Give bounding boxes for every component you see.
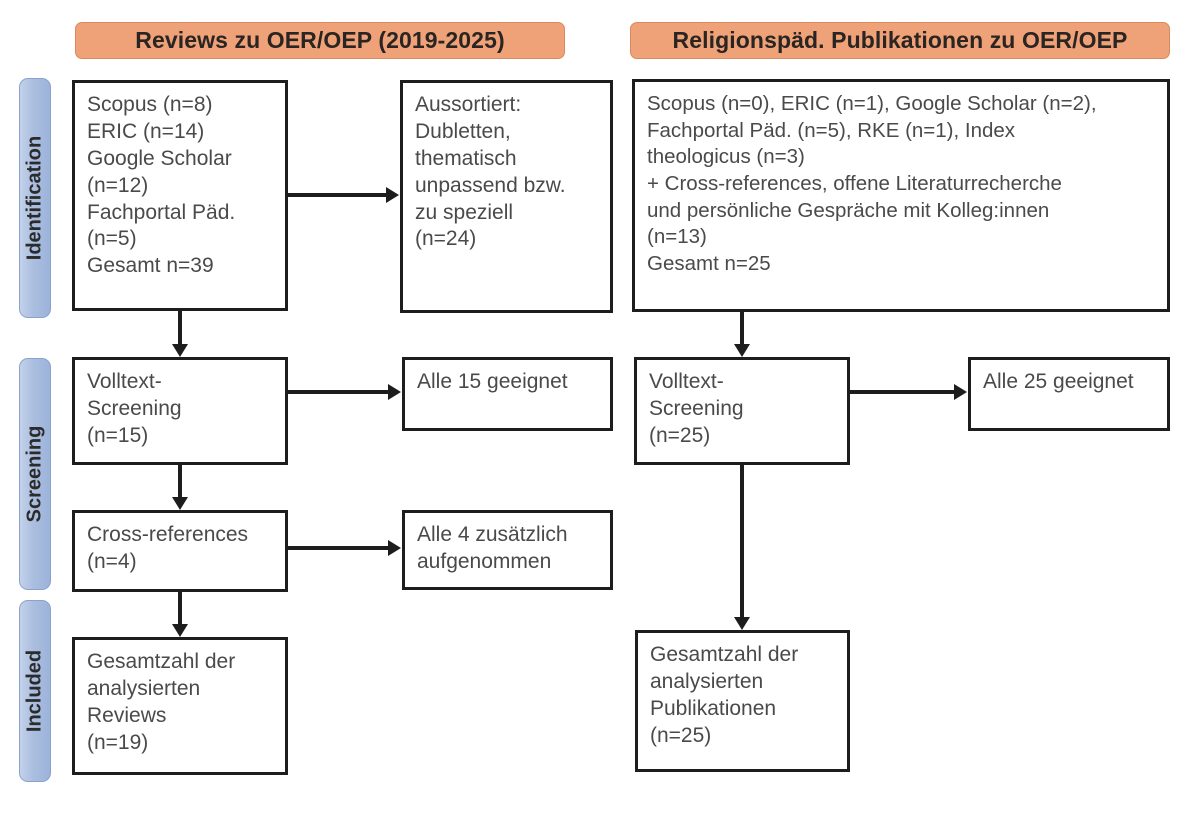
text-line: analysierten bbox=[87, 676, 201, 700]
stage-label-screening: Screening bbox=[23, 425, 46, 523]
text-line: Reviews bbox=[87, 703, 167, 727]
arrowhead-right-icon bbox=[388, 384, 401, 400]
connector-left-crossrefs-to-included bbox=[178, 592, 182, 624]
arrowhead-right-icon bbox=[388, 540, 401, 556]
stage-bar-identification: Identification bbox=[19, 78, 51, 318]
connector-right-identification-to-screening bbox=[740, 312, 744, 344]
text-line: (n=12) bbox=[87, 173, 149, 197]
box-right-fulltext-screening: Volltext- Screening (n=25) bbox=[634, 357, 850, 465]
text-line: + Cross-references, offene Literaturrech… bbox=[647, 171, 1062, 195]
arrowhead-right-icon bbox=[954, 384, 967, 400]
box-left-fulltext-screening: Volltext- Screening (n=15) bbox=[72, 357, 288, 465]
text-line: (n=13) bbox=[647, 225, 707, 249]
connector-left-identification-to-excluded bbox=[288, 193, 386, 197]
connector-right-screening-to-included bbox=[740, 465, 744, 617]
text-line: Scopus (n=0), ERIC (n=1), Google Scholar… bbox=[647, 92, 1097, 115]
stage-label-included: Included bbox=[23, 649, 46, 733]
box-left-fulltext-result: Alle 15 geeignet bbox=[402, 357, 613, 431]
text-line: Scopus (n=8) bbox=[87, 93, 213, 116]
box-left-cross-references: Cross-references (n=4) bbox=[72, 510, 288, 592]
box-right-included: Gesamtzahl der analysierten Publikatione… bbox=[635, 630, 850, 772]
text-line: Screening bbox=[649, 396, 744, 420]
text-line: (n=25) bbox=[650, 723, 712, 747]
text-line: unpassend bzw. bbox=[415, 173, 566, 197]
stage-bar-included: Included bbox=[19, 600, 51, 782]
text-line: Alle 25 geeignet bbox=[983, 370, 1134, 393]
text-line: (n=5) bbox=[87, 227, 137, 251]
text-line: Alle 15 geeignet bbox=[417, 370, 568, 393]
box-left-excluded: Aussortiert: Dubletten, thematisch unpas… bbox=[400, 80, 613, 313]
text-line: Google Scholar bbox=[87, 146, 232, 170]
arrowhead-down-icon bbox=[172, 497, 188, 510]
text-line: Dubletten, bbox=[415, 119, 511, 143]
box-right-fulltext-result: Alle 25 geeignet bbox=[968, 357, 1170, 431]
box-right-identification-sources: Scopus (n=0), ERIC (n=1), Google Scholar… bbox=[632, 79, 1170, 312]
text-line: zu speziell bbox=[415, 200, 514, 224]
connector-right-screening-to-result bbox=[850, 390, 954, 394]
column-header-left: Reviews zu OER/OEP (2019-2025) bbox=[75, 22, 565, 59]
column-header-right-label: Religionspäd. Publikationen zu OER/OEP bbox=[672, 27, 1128, 53]
text-line: (n=19) bbox=[87, 730, 149, 754]
arrowhead-down-icon bbox=[734, 344, 750, 357]
arrowhead-down-icon bbox=[172, 344, 188, 357]
text-line: Fachportal Päd. (n=5), RKE (n=1), Index bbox=[647, 118, 1016, 142]
text-line: analysierten bbox=[650, 669, 764, 693]
arrowhead-down-icon bbox=[734, 617, 750, 630]
text-line: und persönliche Gespräche mit Kolleg:inn… bbox=[647, 198, 1050, 222]
box-left-cross-references-result: Alle 4 zusätzlich aufgenommen bbox=[402, 510, 613, 590]
text-line: (n=24) bbox=[415, 227, 477, 251]
text-line: Gesamtzahl der bbox=[87, 650, 236, 673]
text-line: (n=25) bbox=[649, 423, 711, 447]
stage-label-identification: Identification bbox=[23, 135, 46, 261]
text-line: aufgenommen bbox=[417, 549, 552, 573]
text-line: Volltext- bbox=[87, 370, 162, 393]
connector-left-screening-to-crossrefs bbox=[178, 465, 182, 497]
text-line: Gesamt n=39 bbox=[87, 254, 214, 278]
text-line: Aussortiert: bbox=[415, 93, 522, 116]
text-line: Screening bbox=[87, 396, 182, 420]
column-header-right: Religionspäd. Publikationen zu OER/OEP bbox=[630, 22, 1170, 59]
box-left-included: Gesamtzahl der analysierten Reviews (n=1… bbox=[72, 637, 288, 775]
text-line: thematisch bbox=[415, 146, 517, 170]
column-header-left-label: Reviews zu OER/OEP (2019-2025) bbox=[135, 27, 505, 53]
text-line: Cross-references bbox=[87, 523, 249, 546]
box-left-identification-sources: Scopus (n=8) ERIC (n=14) Google Scholar … bbox=[72, 80, 288, 311]
connector-left-identification-to-screening bbox=[178, 311, 182, 344]
connector-left-screening-to-result bbox=[288, 390, 388, 394]
text-line: Alle 4 zusätzlich bbox=[417, 523, 568, 546]
text-line: ERIC (n=14) bbox=[87, 119, 205, 143]
arrowhead-down-icon bbox=[172, 624, 188, 637]
text-line: Gesamtzahl der bbox=[650, 643, 799, 666]
text-line: Gesamt n=25 bbox=[647, 251, 771, 275]
text-line: Volltext- bbox=[649, 370, 724, 393]
text-line: (n=4) bbox=[87, 549, 137, 573]
text-line: Fachportal Päd. bbox=[87, 200, 236, 224]
text-line: theologicus (n=3) bbox=[647, 145, 805, 169]
arrowhead-right-icon bbox=[386, 187, 399, 203]
text-line: (n=15) bbox=[87, 423, 149, 447]
stage-bar-screening: Screening bbox=[19, 358, 51, 590]
text-line: Publikationen bbox=[650, 696, 777, 720]
connector-left-crossrefs-to-result bbox=[288, 546, 388, 550]
